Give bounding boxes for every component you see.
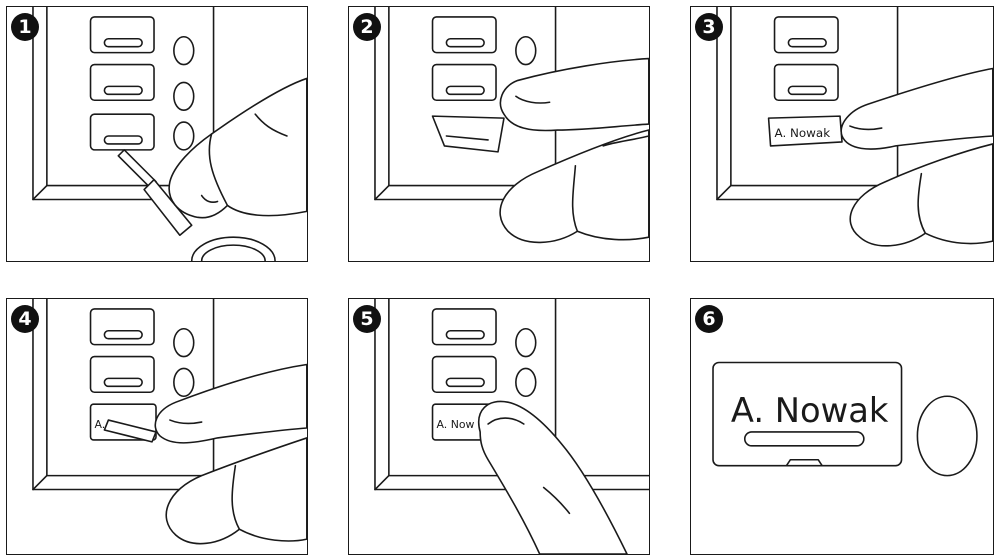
thumbnail <box>515 95 551 104</box>
nameplate-1 <box>89 16 155 54</box>
bell-button <box>173 35 195 66</box>
step-5-illustration: A. Now <box>374 299 649 554</box>
step-4-panel: A. 4 <box>6 298 308 555</box>
nameplate-slot <box>445 37 485 48</box>
hand <box>168 77 307 219</box>
thumbnail <box>849 125 883 131</box>
step-3-panel: A. Nowak 3 <box>690 6 994 262</box>
finger <box>165 437 307 545</box>
paper-label <box>767 115 843 147</box>
nameplate-slot <box>103 85 143 96</box>
nameplate-2 <box>89 355 155 394</box>
fingernail <box>200 194 219 204</box>
bell-button <box>515 35 537 66</box>
nameplate-slot <box>445 377 485 388</box>
nameplate-2 <box>431 355 497 394</box>
panel-corner <box>374 184 390 201</box>
step-number-badge: 6 <box>695 305 723 333</box>
nameplate-2 <box>89 63 155 102</box>
nameplate-1 <box>431 16 497 54</box>
fingernail <box>487 417 525 425</box>
step-2-illustration <box>374 7 649 244</box>
bell-button <box>173 121 195 151</box>
nameplate-3 <box>89 113 155 151</box>
knuckle-line <box>602 135 649 147</box>
nameplate-label-text: A. Now <box>436 418 474 431</box>
finished-nameplate-text: A. Nowak <box>731 391 889 430</box>
bell-button <box>515 367 537 398</box>
finger <box>478 400 628 554</box>
nameplate-slot <box>445 329 485 340</box>
finger-crease <box>571 164 579 233</box>
step-5-panel: A. Now 5 <box>348 298 650 555</box>
finger-crease <box>542 486 571 515</box>
panel-corner <box>32 474 48 491</box>
screwdriver-grip-end <box>190 236 276 261</box>
nameplate-1 <box>431 308 497 346</box>
bell-button <box>173 327 195 358</box>
screwdriver-blade <box>117 149 157 189</box>
cover-tilted <box>103 419 157 443</box>
finger-crease <box>231 464 241 530</box>
nameplate-slot <box>445 85 485 96</box>
step-3-illustration: A. Nowak <box>716 7 993 247</box>
finger <box>499 129 649 244</box>
finger-crease <box>917 172 927 235</box>
screwdriver-grip-ring <box>200 244 266 261</box>
thumb <box>499 57 649 132</box>
nameplate-slot <box>787 85 827 96</box>
nameplate-slot <box>787 37 827 48</box>
nameplate-slot <box>445 135 489 141</box>
step-number-badge: 1 <box>11 13 39 41</box>
nameplate-2 <box>773 63 839 102</box>
step-2-panel: 2 <box>348 6 650 262</box>
nameplate-slot <box>103 135 143 145</box>
nameplate-1 <box>89 308 155 346</box>
bell-button <box>515 327 537 358</box>
nameplate-slot <box>743 431 865 447</box>
panel-corner <box>32 184 48 201</box>
step-1-panel: 1 <box>6 6 308 262</box>
thumbnail <box>169 419 203 425</box>
nameplate-tilted <box>431 115 505 153</box>
nameplate-slot <box>103 329 143 340</box>
step-number-badge: 4 <box>11 305 39 333</box>
nameplate-notch <box>785 458 823 467</box>
step-1-illustration <box>32 7 307 261</box>
step-6-panel: A. Nowak 6 <box>690 298 994 555</box>
nameplate-label-text: A. <box>94 418 105 431</box>
bell-button <box>173 367 195 398</box>
thumb <box>840 67 993 150</box>
bell-button <box>916 395 978 477</box>
knuckle-line <box>254 113 288 137</box>
nameplate-slot <box>103 37 143 48</box>
panel-corner <box>374 474 390 491</box>
panel-corner <box>716 184 732 201</box>
nameplate-slot <box>103 377 143 388</box>
finished-nameplate <box>712 361 903 467</box>
nameplate-2 <box>431 63 497 102</box>
step-4-illustration: A. <box>32 299 307 545</box>
finger-crease <box>208 133 229 207</box>
step-6-illustration: A. Nowak <box>712 361 978 477</box>
step-number-badge: 3 <box>695 13 723 41</box>
step-number-badge: 2 <box>353 13 381 41</box>
paper-label-text: A. Nowak <box>775 126 831 140</box>
bell-button <box>173 81 195 111</box>
nameplate-1 <box>773 16 839 54</box>
finger <box>849 143 993 247</box>
step-number-badge: 5 <box>353 305 381 333</box>
